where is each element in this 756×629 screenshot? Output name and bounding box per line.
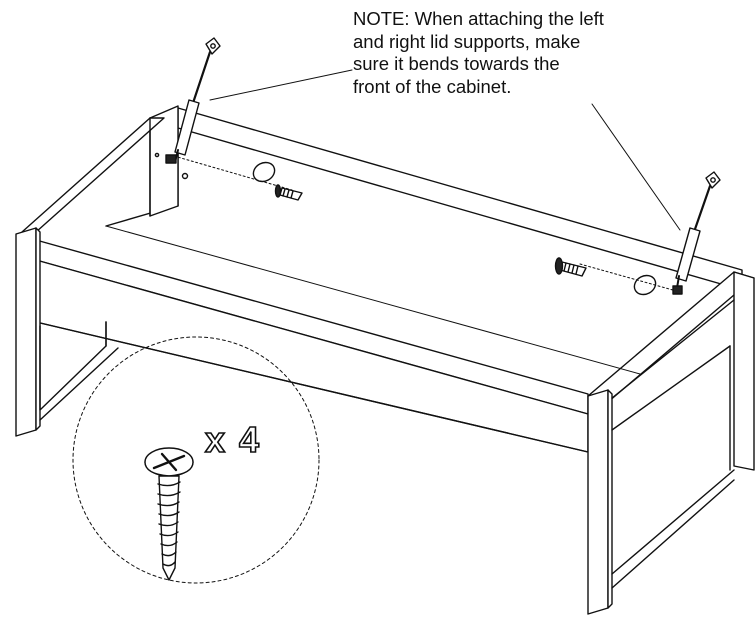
- right-lid-support-icon: [672, 171, 721, 295]
- note-line: NOTE: When attaching the left: [353, 8, 604, 29]
- note-line: sure it bends towards the: [353, 53, 560, 74]
- note-line: and right lid supports, make: [353, 30, 581, 52]
- left-front-post: [15, 227, 119, 437]
- back-panel: [105, 107, 743, 291]
- note-leader-lines: [209, 69, 681, 231]
- left-frame: [21, 105, 179, 233]
- assembly-note: NOTE: When attaching the left and right …: [353, 8, 733, 98]
- left-lid-support-icon: [165, 37, 221, 164]
- hardware-quantity: x 4: [204, 418, 262, 461]
- pilot-holes: [154, 152, 657, 296]
- note-line: front of the cabinet.: [353, 75, 512, 97]
- alignment-guides: [173, 155, 681, 293]
- right-frame: [587, 271, 755, 615]
- hardware-callout: [72, 336, 320, 584]
- screw-icon: [144, 447, 194, 581]
- mounting-screw-left-icon: [274, 184, 303, 201]
- mounting-screw-right-icon: [554, 257, 587, 277]
